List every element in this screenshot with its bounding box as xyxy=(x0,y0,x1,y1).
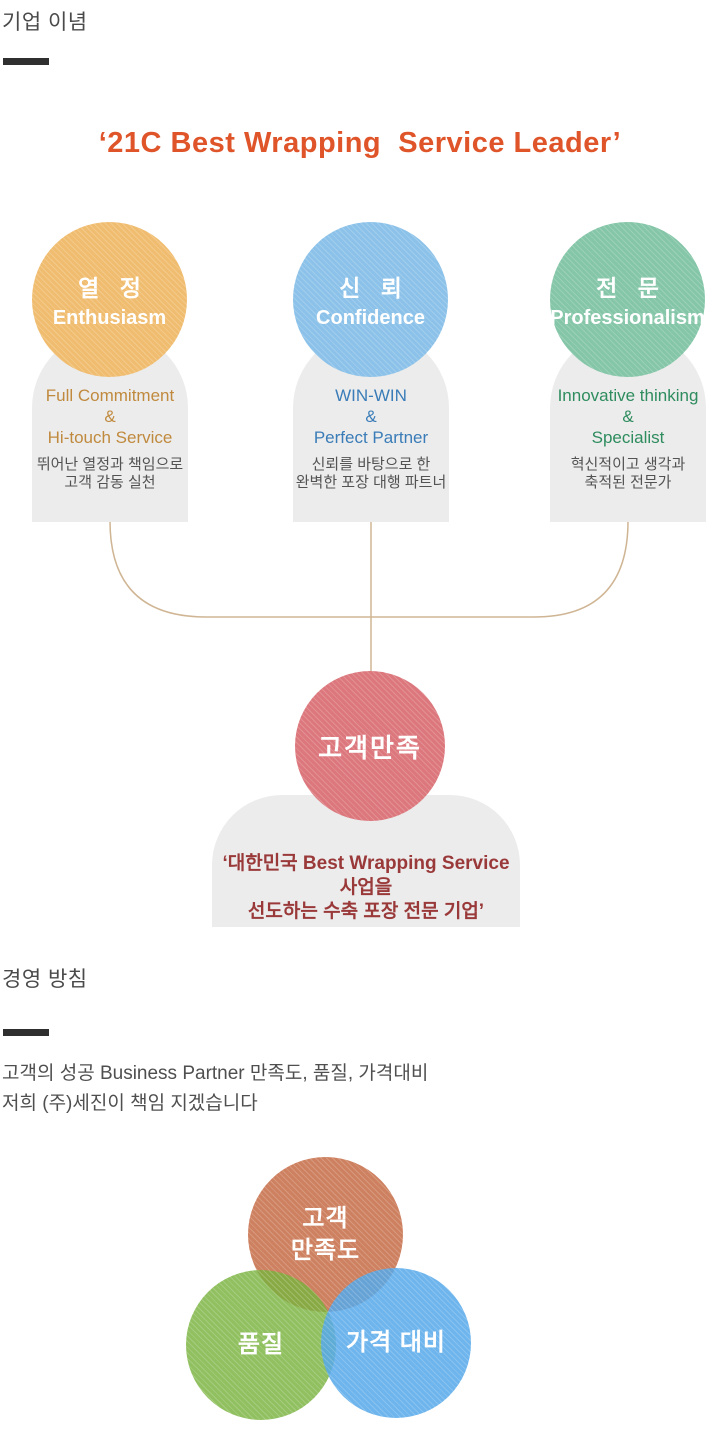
sub-kr-line: 완벽한 포장 대행 파트너 xyxy=(295,474,447,491)
sub-en-line: & xyxy=(622,407,634,426)
sub-en-line: Hi-touch Service xyxy=(47,428,173,447)
venn-label: 가격 대비 xyxy=(346,1329,446,1356)
pillar-confidence: 신 뢰 Confidence WIN-WIN & Perfect Partner… xyxy=(293,222,449,522)
pillar-sub-kr: 혁신적이고 생각과 축적된 전문가 xyxy=(550,456,706,492)
sub-en-line: & xyxy=(365,407,377,426)
pillar-sub-en: Innovative thinking & Specialist xyxy=(550,385,706,448)
customer-satisfaction-circle: 고객만족 xyxy=(295,671,445,821)
heading-bar xyxy=(3,58,49,65)
confidence-circle: 신 뢰 Confidence xyxy=(293,222,448,377)
sub-en-line: Full Commitment xyxy=(45,386,175,405)
policy-venn-diagram: 고객 만족도 품질 가격 대비 xyxy=(185,1157,471,1422)
sub-en-line: Perfect Partner xyxy=(313,428,429,447)
enthusiasm-circle: 열 정 Enthusiasm xyxy=(32,222,187,377)
venn-label: 고객 만족도 xyxy=(291,1203,360,1267)
slogan-title: ‘21C Best Wrapping Service Leader’ xyxy=(98,127,622,159)
pillar-sub-en: Full Commitment & Hi-touch Service xyxy=(32,385,188,448)
pillar-label-kr: 신 뢰 xyxy=(339,275,409,301)
sub-en-line: & xyxy=(104,407,116,426)
pillar-professionalism: 전 문 Professionalism Innovative thinking … xyxy=(550,222,706,522)
sub-kr-line: 신뢰를 바탕으로 한 xyxy=(311,456,431,473)
professionalism-circle: 전 문 Professionalism xyxy=(550,222,705,377)
venn-label-line: 고객 xyxy=(302,1204,349,1232)
quote-line: ‘대한민국 Best Wrapping Service 사업을 xyxy=(222,853,510,898)
pillar-label-en: Professionalism xyxy=(550,307,705,329)
heading-bar xyxy=(3,1029,49,1036)
pillar-enthusiasm: 열 정 Enthusiasm Full Commitment & Hi-touc… xyxy=(32,222,188,522)
sub-en-line: Innovative thinking xyxy=(557,386,699,405)
pillar-label-en: Confidence xyxy=(316,307,425,329)
policy-body-line: 저희 (주)세진이 책임 지겠습니다 xyxy=(2,1093,258,1114)
policy-body: 고객의 성공 Business Partner 만족도, 품질, 가격대비 저희… xyxy=(2,1059,428,1119)
policy-body-line: 고객의 성공 Business Partner 만족도, 품질, 가격대비 xyxy=(2,1063,429,1084)
venn-label-line: 만족도 xyxy=(290,1236,361,1264)
sub-kr-line: 혁신적이고 생각과 xyxy=(570,456,686,473)
venn-label: 품질 xyxy=(237,1331,285,1358)
venn-quality-circle: 품질 xyxy=(186,1270,336,1420)
policy-heading: 경영 방침 xyxy=(2,968,88,991)
sub-kr-line: 고객 감동 실천 xyxy=(64,474,156,491)
sub-kr-line: 축적된 전문가 xyxy=(584,474,672,491)
pillar-sub-kr: 신뢰를 바탕으로 한 완벽한 포장 대행 파트너 xyxy=(293,456,449,492)
sub-en-line: WIN-WIN xyxy=(335,386,407,405)
result-label: 고객만족 xyxy=(318,732,422,763)
result-quote: ‘대한민국 Best Wrapping Service 사업을 선도하는 수축 … xyxy=(212,852,520,924)
philosophy-heading: 기업 이념 xyxy=(2,11,88,34)
sub-kr-line: 뛰어난 열정과 책임으로 xyxy=(36,456,184,473)
sub-en-line: Specialist xyxy=(591,428,665,447)
pillar-label-kr: 전 문 xyxy=(596,275,666,301)
quote-line: 선도하는 수축 포장 전문 기업’ xyxy=(247,901,485,922)
pillar-label-en: Enthusiasm xyxy=(52,307,167,329)
pillar-sub-en: WIN-WIN & Perfect Partner xyxy=(293,385,449,448)
venn-price-circle: 가격 대비 xyxy=(321,1268,471,1418)
pillar-sub-kr: 뛰어난 열정과 책임으로 고객 감동 실천 xyxy=(32,456,188,492)
result-customer-satisfaction: 고객만족 ‘대한민국 Best Wrapping Service 사업을 선도하… xyxy=(212,671,520,927)
pillar-label-kr: 열 정 xyxy=(78,275,148,301)
